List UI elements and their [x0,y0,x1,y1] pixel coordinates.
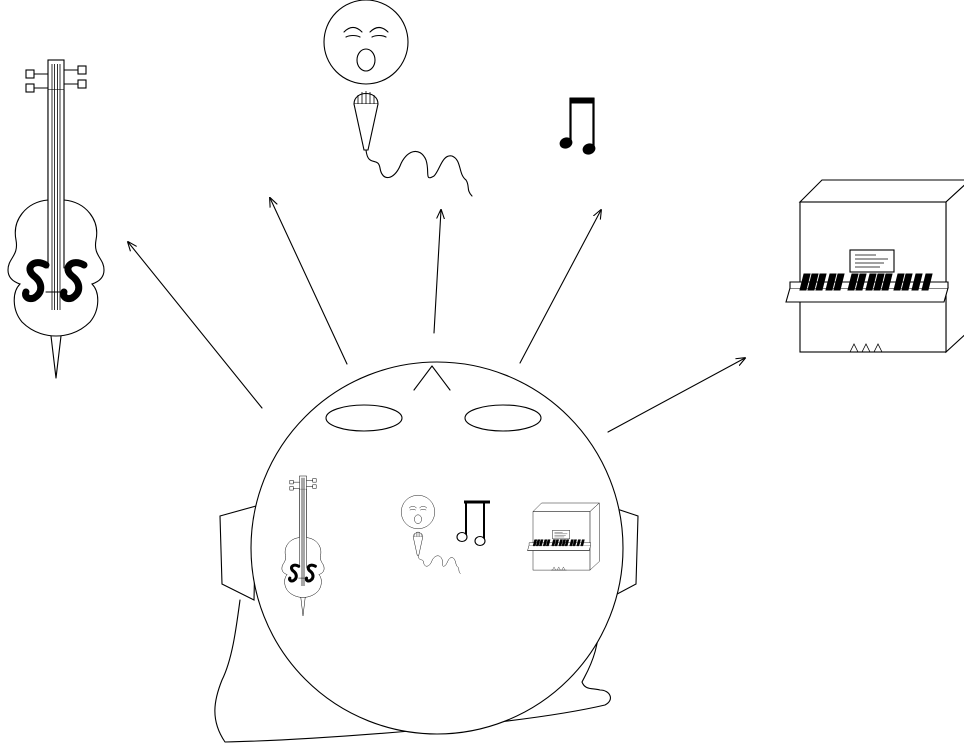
arrow-to-cable [433,210,441,334]
singer-with-microphone-icon [323,0,473,197]
head-icon [214,361,639,743]
arrow-to-notes [519,210,601,364]
nose [413,365,451,391]
music-notes-icon [557,96,598,157]
right-eye [464,404,542,432]
left-eye [325,404,403,432]
arrow-to-singer [270,198,348,365]
arrow-to-piano [607,358,745,433]
left-ear [219,505,257,601]
thought-piano-icon [527,502,600,571]
upright-piano-icon [785,179,964,353]
arrow-to-cello [128,242,263,409]
arrows [128,198,745,433]
cello-icon [8,60,104,378]
head-circle [250,361,624,735]
